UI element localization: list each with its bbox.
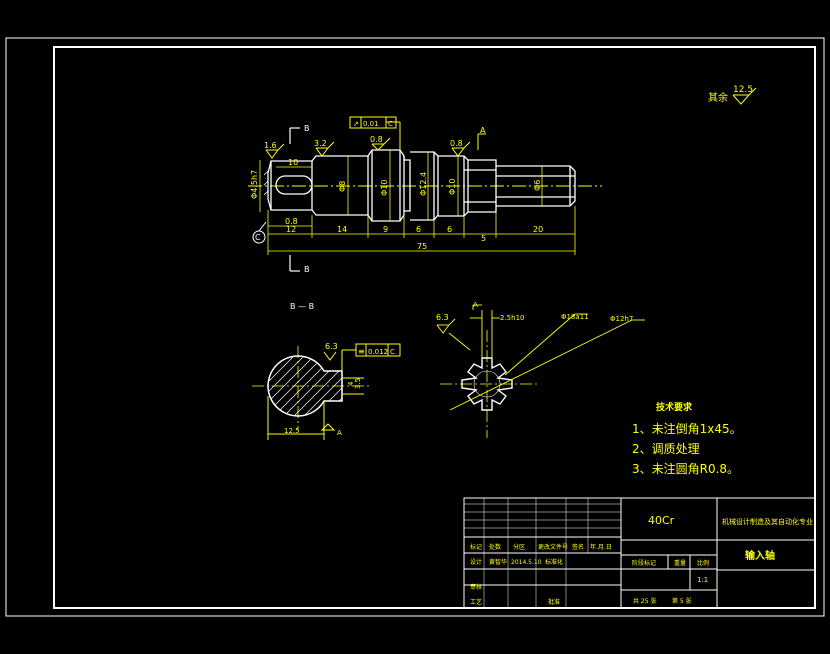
- spline-dim-3: Φ12h7: [610, 315, 633, 323]
- bb-dim-3: 12.5: [284, 427, 300, 435]
- tb-header-2: 处数: [489, 543, 501, 551]
- tb-stage-3: 比例: [697, 559, 709, 567]
- keyway-section: ≡ 0.012 C 6.3 3.5 4 12.5 A: [252, 342, 401, 440]
- notes-title: 技术要求: [656, 403, 693, 413]
- shaft-roughness-2: 3.2: [314, 139, 327, 148]
- tb-header-1: 标记: [470, 543, 482, 551]
- dim-seg-4: 6: [416, 225, 421, 234]
- dim-seg-2: 14: [337, 225, 347, 234]
- symmetry-value: 0.012: [368, 348, 388, 356]
- runout-datum: C: [388, 120, 393, 128]
- note-item-1: 1、未注倒角1x45。: [632, 422, 742, 436]
- dim-total: 75: [417, 242, 427, 251]
- section-marker-top: B: [304, 124, 310, 133]
- shaft-view: B B 1.6 3.2 0.8 0.8 ↗ 0.01 C: [248, 116, 602, 274]
- datum-c: C: [255, 233, 261, 242]
- runout-value: 0.01: [363, 120, 379, 128]
- tb-header-3: 分区: [513, 543, 525, 551]
- tb-design-1: 设计: [470, 558, 482, 566]
- tb-stage-1: 阶段标记: [632, 559, 656, 567]
- tb-stage-2: 重量: [674, 559, 686, 567]
- spline-dim-1: 2.5h10: [500, 314, 524, 322]
- view-arrow-label: A: [480, 126, 486, 135]
- tb-approve: 批准: [548, 598, 560, 606]
- spline-section: A 6.3 2.5h10 Φ18a11 Φ12h7: [436, 301, 645, 438]
- diam-1: Φ4.5h7: [250, 170, 259, 199]
- dim-seg-7: 5: [481, 234, 486, 243]
- spline-dim-2: Φ18a11: [561, 313, 589, 321]
- tb-part-name: 输入轴: [745, 549, 775, 562]
- tb-scale: 1:1: [697, 576, 708, 584]
- bb-sym-label: A: [337, 429, 342, 437]
- tb-design-4: 标准化: [545, 558, 563, 566]
- section-label: B — B: [290, 302, 314, 311]
- symmetry-datum: C: [390, 348, 395, 356]
- runout-symbol: ↗: [353, 120, 359, 128]
- shaft-roughness-1: 1.6: [264, 141, 277, 150]
- tb-check: 审核: [470, 583, 482, 591]
- diam-3: Φ10: [380, 180, 389, 196]
- diam-6: Φ6: [533, 180, 542, 191]
- diam-5: Φ10: [448, 179, 457, 195]
- dim-seg-5: 6: [447, 225, 452, 234]
- tb-process: 工艺: [470, 598, 482, 606]
- dim-keyway-length: 10: [288, 158, 298, 167]
- bb-dim-2: 4: [347, 381, 355, 386]
- spline-arrow-label: A: [473, 301, 478, 309]
- tb-design-3: 2014.5.10: [511, 559, 542, 566]
- symmetry-symbol: ≡: [358, 347, 365, 356]
- dim-seg-3: 9: [383, 225, 388, 234]
- tb-header-5: 签名: [572, 543, 584, 551]
- tb-material: 40Cr: [648, 514, 675, 527]
- tb-header-6: 年.月.日: [590, 543, 612, 551]
- dim-seg-6: 20: [533, 225, 543, 234]
- tb-sheets-current: 第 5 张: [672, 597, 692, 605]
- tb-project: 机械设计制造及其自动化专业: [722, 517, 813, 526]
- inner-frame: [53, 46, 816, 609]
- diam-4: Φ12.4: [419, 172, 428, 196]
- section-marker-bottom: B: [304, 265, 310, 274]
- roughness-other-label: 其余: [708, 91, 728, 104]
- diam-2: Φ8: [338, 181, 347, 192]
- roughness-other-value: 12.5: [733, 85, 753, 95]
- spline-profile: [461, 357, 513, 411]
- tb-design-2: 黄智华: [489, 558, 507, 566]
- title-block: [463, 497, 816, 609]
- shaft-roughness-3: 0.8: [370, 135, 383, 144]
- tb-sheets-total: 共 25 张: [633, 597, 656, 605]
- bb-roughness: 6.3: [325, 342, 338, 351]
- shaft-roughness-4: 0.8: [450, 139, 463, 148]
- technical-notes: 技术要求 1、未注倒角1x45。 2、调质处理 3、未注圆角R0.8。: [632, 400, 782, 479]
- outer-frame: [5, 37, 825, 617]
- tb-header-4: 更改文件号: [538, 543, 568, 551]
- dim-chamfer: 0.8: [285, 217, 298, 226]
- note-item-3: 3、未注圆角R0.8。: [632, 462, 740, 476]
- note-item-2: 2、调质处理: [632, 442, 700, 456]
- dim-seg-1: 12: [286, 225, 296, 234]
- roughness-other: 其余 12.5: [708, 85, 757, 105]
- bb-dim-1: 3.5: [354, 378, 362, 389]
- spline-roughness: 6.3: [436, 313, 449, 322]
